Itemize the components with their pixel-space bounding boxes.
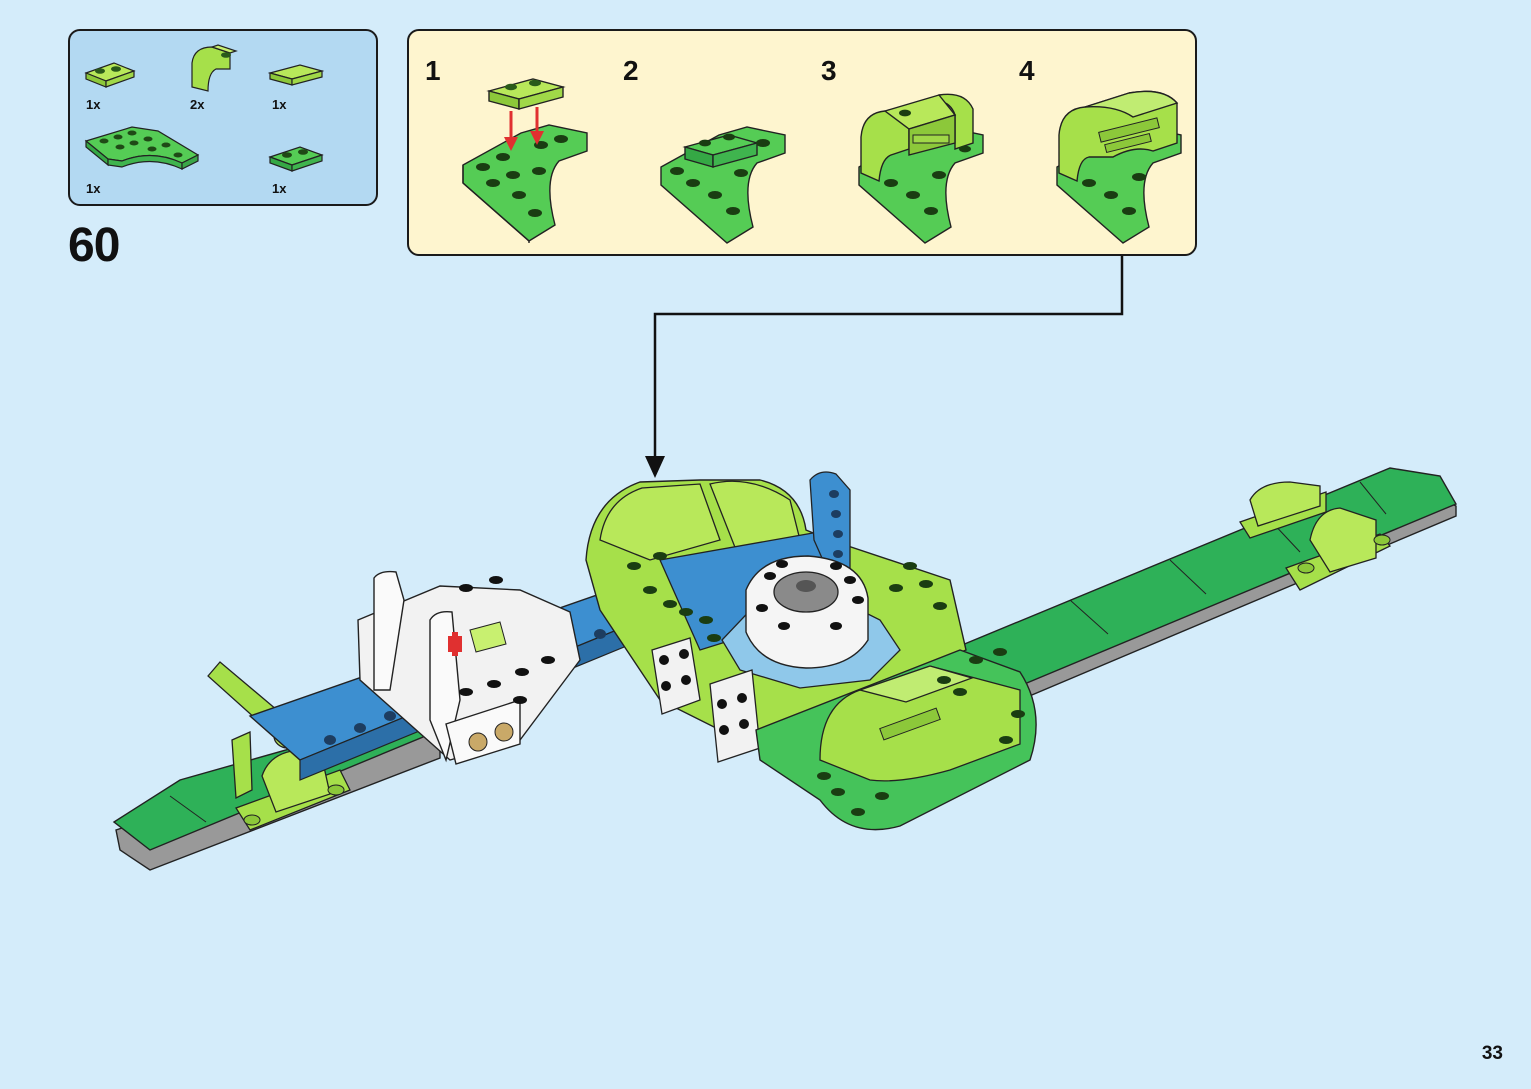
right-wing xyxy=(950,468,1456,700)
page-number: 33 xyxy=(1482,1043,1503,1065)
